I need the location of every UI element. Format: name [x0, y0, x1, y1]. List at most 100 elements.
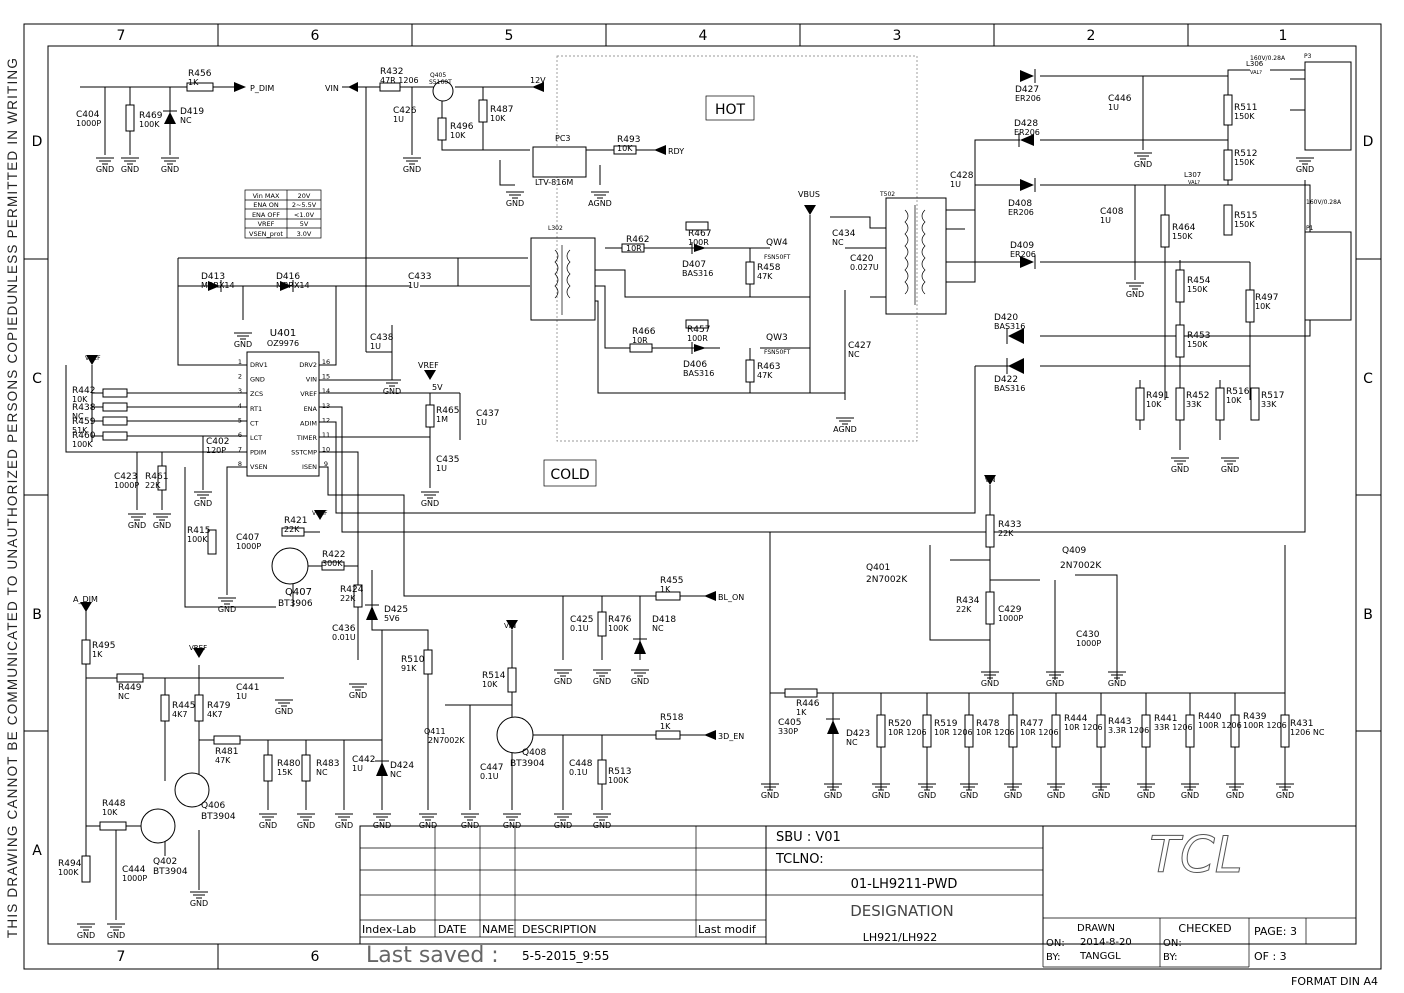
ground-label: GND	[383, 387, 401, 396]
diodes	[163, 69, 1036, 776]
connector-p3: P3	[1304, 53, 1312, 60]
component-ref: D423	[846, 729, 870, 739]
component-ref: C407	[236, 533, 259, 543]
ground-label: GND	[128, 521, 146, 530]
component-ref: R421	[284, 516, 307, 526]
row-label: C	[32, 371, 42, 387]
ic-pin-name: TIMER	[296, 434, 318, 442]
ground-label: GND	[153, 521, 171, 530]
ic-pin-name: VIN	[306, 376, 317, 384]
connector-p1-rating: 160V/0.28A	[1306, 199, 1342, 206]
ground-icon	[593, 813, 611, 821]
tb-header-index: Index-Lab	[362, 923, 416, 936]
component-value: BAS316	[994, 322, 1025, 331]
component-value: NC	[848, 350, 860, 359]
component-ref: R464	[1172, 223, 1196, 233]
ground-icon	[297, 813, 315, 821]
component-value: 1206 NC	[1290, 728, 1325, 737]
component-ref: C434	[832, 229, 856, 239]
ground-label: GND	[161, 165, 179, 174]
component-ref: R424	[340, 585, 364, 595]
component-ref: C433	[408, 272, 431, 282]
component-ref: D427	[1015, 85, 1039, 95]
ground-icon	[960, 783, 978, 791]
component-value: ER206	[1015, 94, 1041, 103]
component-ref: R443	[1108, 717, 1131, 727]
component-value: 1000P	[236, 542, 261, 551]
component-ref: R432	[380, 67, 403, 77]
component-value: 3.3R 1206	[1108, 726, 1149, 735]
spec-name: ENA ON	[253, 201, 279, 209]
cold-zone-box	[543, 459, 597, 487]
spec-value: 3.0V	[297, 230, 312, 238]
ground-icon	[836, 417, 854, 425]
ground-icon	[419, 813, 437, 821]
component-ref: R480	[277, 759, 301, 769]
ground-label: GND	[349, 691, 367, 700]
ground-icon	[373, 813, 391, 821]
ic-pin-name: GND	[250, 376, 265, 384]
tb-designation: DESIGNATION	[850, 902, 954, 920]
ground-icon	[918, 783, 936, 791]
component-ref: R460	[72, 431, 96, 441]
col-label: 4	[699, 28, 708, 44]
ground-icon	[1221, 457, 1239, 465]
component-ref: C446	[1108, 94, 1132, 104]
component-value: 22K	[956, 605, 972, 614]
component-ref: C437	[476, 409, 499, 419]
component-ref: D409	[1010, 241, 1034, 251]
ic-pin-number: 14	[322, 387, 330, 395]
component-value: 100K	[608, 776, 629, 785]
ground-icon	[981, 671, 999, 679]
component-ref: C448	[569, 759, 593, 769]
net-a-dim: A_DIM	[73, 595, 98, 604]
component-ref: R513	[608, 767, 631, 777]
ground-icon	[259, 813, 277, 821]
ground-icon	[506, 191, 524, 199]
component-ref: C429	[998, 605, 1022, 615]
component-value: 33K	[1186, 400, 1202, 409]
component-value: 1K	[92, 650, 103, 659]
component-value: 120P	[206, 446, 226, 455]
component-ref: C405	[778, 718, 801, 728]
net-vref: VREF	[418, 361, 439, 370]
component-ref: D418	[652, 615, 676, 625]
transistor-q405-part: S5160T	[429, 79, 452, 86]
tb-last-saved-value: 5-5-2015_9:55	[522, 949, 609, 963]
ic-pin-number: 3	[238, 387, 242, 395]
ic-pin-number: 4	[238, 402, 242, 410]
component-ref: R461	[145, 472, 168, 482]
ground-label: GND	[234, 340, 252, 349]
ic-pin-name: ADIM	[300, 419, 317, 427]
ground-label: GND	[403, 165, 421, 174]
component-ref: R516	[1226, 387, 1250, 397]
component-value: 1000P	[1076, 639, 1101, 648]
component-value: 150K	[1234, 220, 1255, 229]
hot-zone-box	[705, 95, 755, 121]
ic-pin-number: 11	[322, 431, 330, 439]
ground-icon	[128, 513, 146, 521]
component-value: 100R	[688, 238, 709, 247]
component-ref: C402	[206, 437, 229, 447]
component-ref: R452	[1186, 391, 1209, 401]
component-ref: R439	[1243, 712, 1267, 722]
component-value: 1000P	[76, 119, 101, 128]
component-value: 10K	[102, 808, 118, 817]
component-ref: R434	[956, 596, 980, 606]
component-value: 10R 1206	[976, 728, 1015, 737]
component-ref: D425	[384, 605, 408, 615]
component-ref: C438	[370, 333, 394, 343]
ground-label: GND	[190, 899, 208, 908]
component-ref: R444	[1064, 714, 1088, 724]
ground-label: GND	[506, 199, 524, 208]
component-ref: R449	[118, 683, 142, 693]
ground-icon	[1171, 457, 1189, 465]
component-value: 150K	[1187, 340, 1208, 349]
component-ref: R456	[188, 69, 212, 79]
ground-icon	[218, 597, 236, 605]
component-ref: R446	[796, 699, 820, 709]
col-label: 5	[505, 28, 514, 44]
ground-label: GND	[1108, 679, 1126, 688]
